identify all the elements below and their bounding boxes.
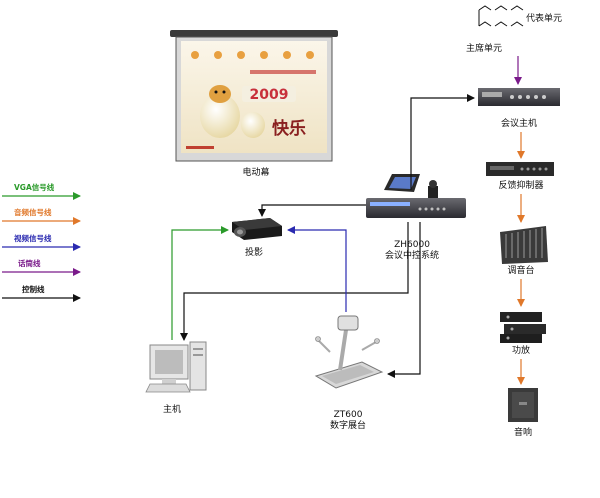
speaker-label: 音响 (513, 428, 533, 438)
presenter-name-label: 数字展台 (329, 421, 367, 431)
digital-presenter (314, 315, 384, 389)
link-video-presenter-to-projector (287, 226, 347, 312)
host-pc-label: 主机 (162, 405, 182, 415)
amplifier (500, 312, 546, 343)
projection-screen: 2009 快乐 (170, 30, 338, 162)
delegate-unit-label: 代表单元 (526, 14, 563, 24)
host-pc (145, 341, 207, 393)
conference-host (478, 88, 560, 106)
link-controller-to-host-pc (180, 222, 409, 341)
screen-greeting: 快乐 (272, 118, 306, 139)
mixer (500, 226, 548, 264)
legend-label-vga: VGA信号线 (14, 183, 55, 192)
central-controller (366, 174, 466, 218)
screen-label: 电动幕 (242, 168, 270, 178)
conference-host-label: 会议主机 (500, 119, 538, 129)
controller-model-label: ZH6000 (394, 240, 430, 250)
controller-name-label: 会议中控系统 (384, 251, 440, 261)
projector (232, 218, 282, 240)
legend (2, 192, 81, 302)
legend-label-audio: 音频信号线 (14, 208, 52, 217)
projector-label: 投影 (244, 248, 264, 258)
svg-text:2009: 2009 (250, 87, 289, 103)
presenter-model-label: ZT600 (333, 410, 363, 420)
feedback-suppressor-label: 反馈抑制器 (498, 181, 544, 191)
legend-label-video: 视频信号线 (14, 234, 52, 243)
link-controller-to-projector (258, 204, 366, 217)
link-controller-to-conference-host (410, 94, 475, 190)
speaker (508, 388, 538, 422)
legend-label-mic: 话筒线 (18, 259, 41, 268)
chairman-unit-label: 主席单元 (465, 44, 503, 54)
legend-label-control: 控制线 (22, 285, 45, 294)
amplifier-label: 功放 (511, 346, 531, 356)
feedback-suppressor (486, 162, 554, 176)
link-controller-to-presenter (387, 222, 421, 378)
screen-year: 2009 (242, 86, 296, 103)
mixer-label: 调音台 (507, 266, 535, 276)
delegate-unit (478, 5, 524, 27)
link-vga-host-to-projector (171, 226, 229, 340)
connections (171, 56, 525, 385)
